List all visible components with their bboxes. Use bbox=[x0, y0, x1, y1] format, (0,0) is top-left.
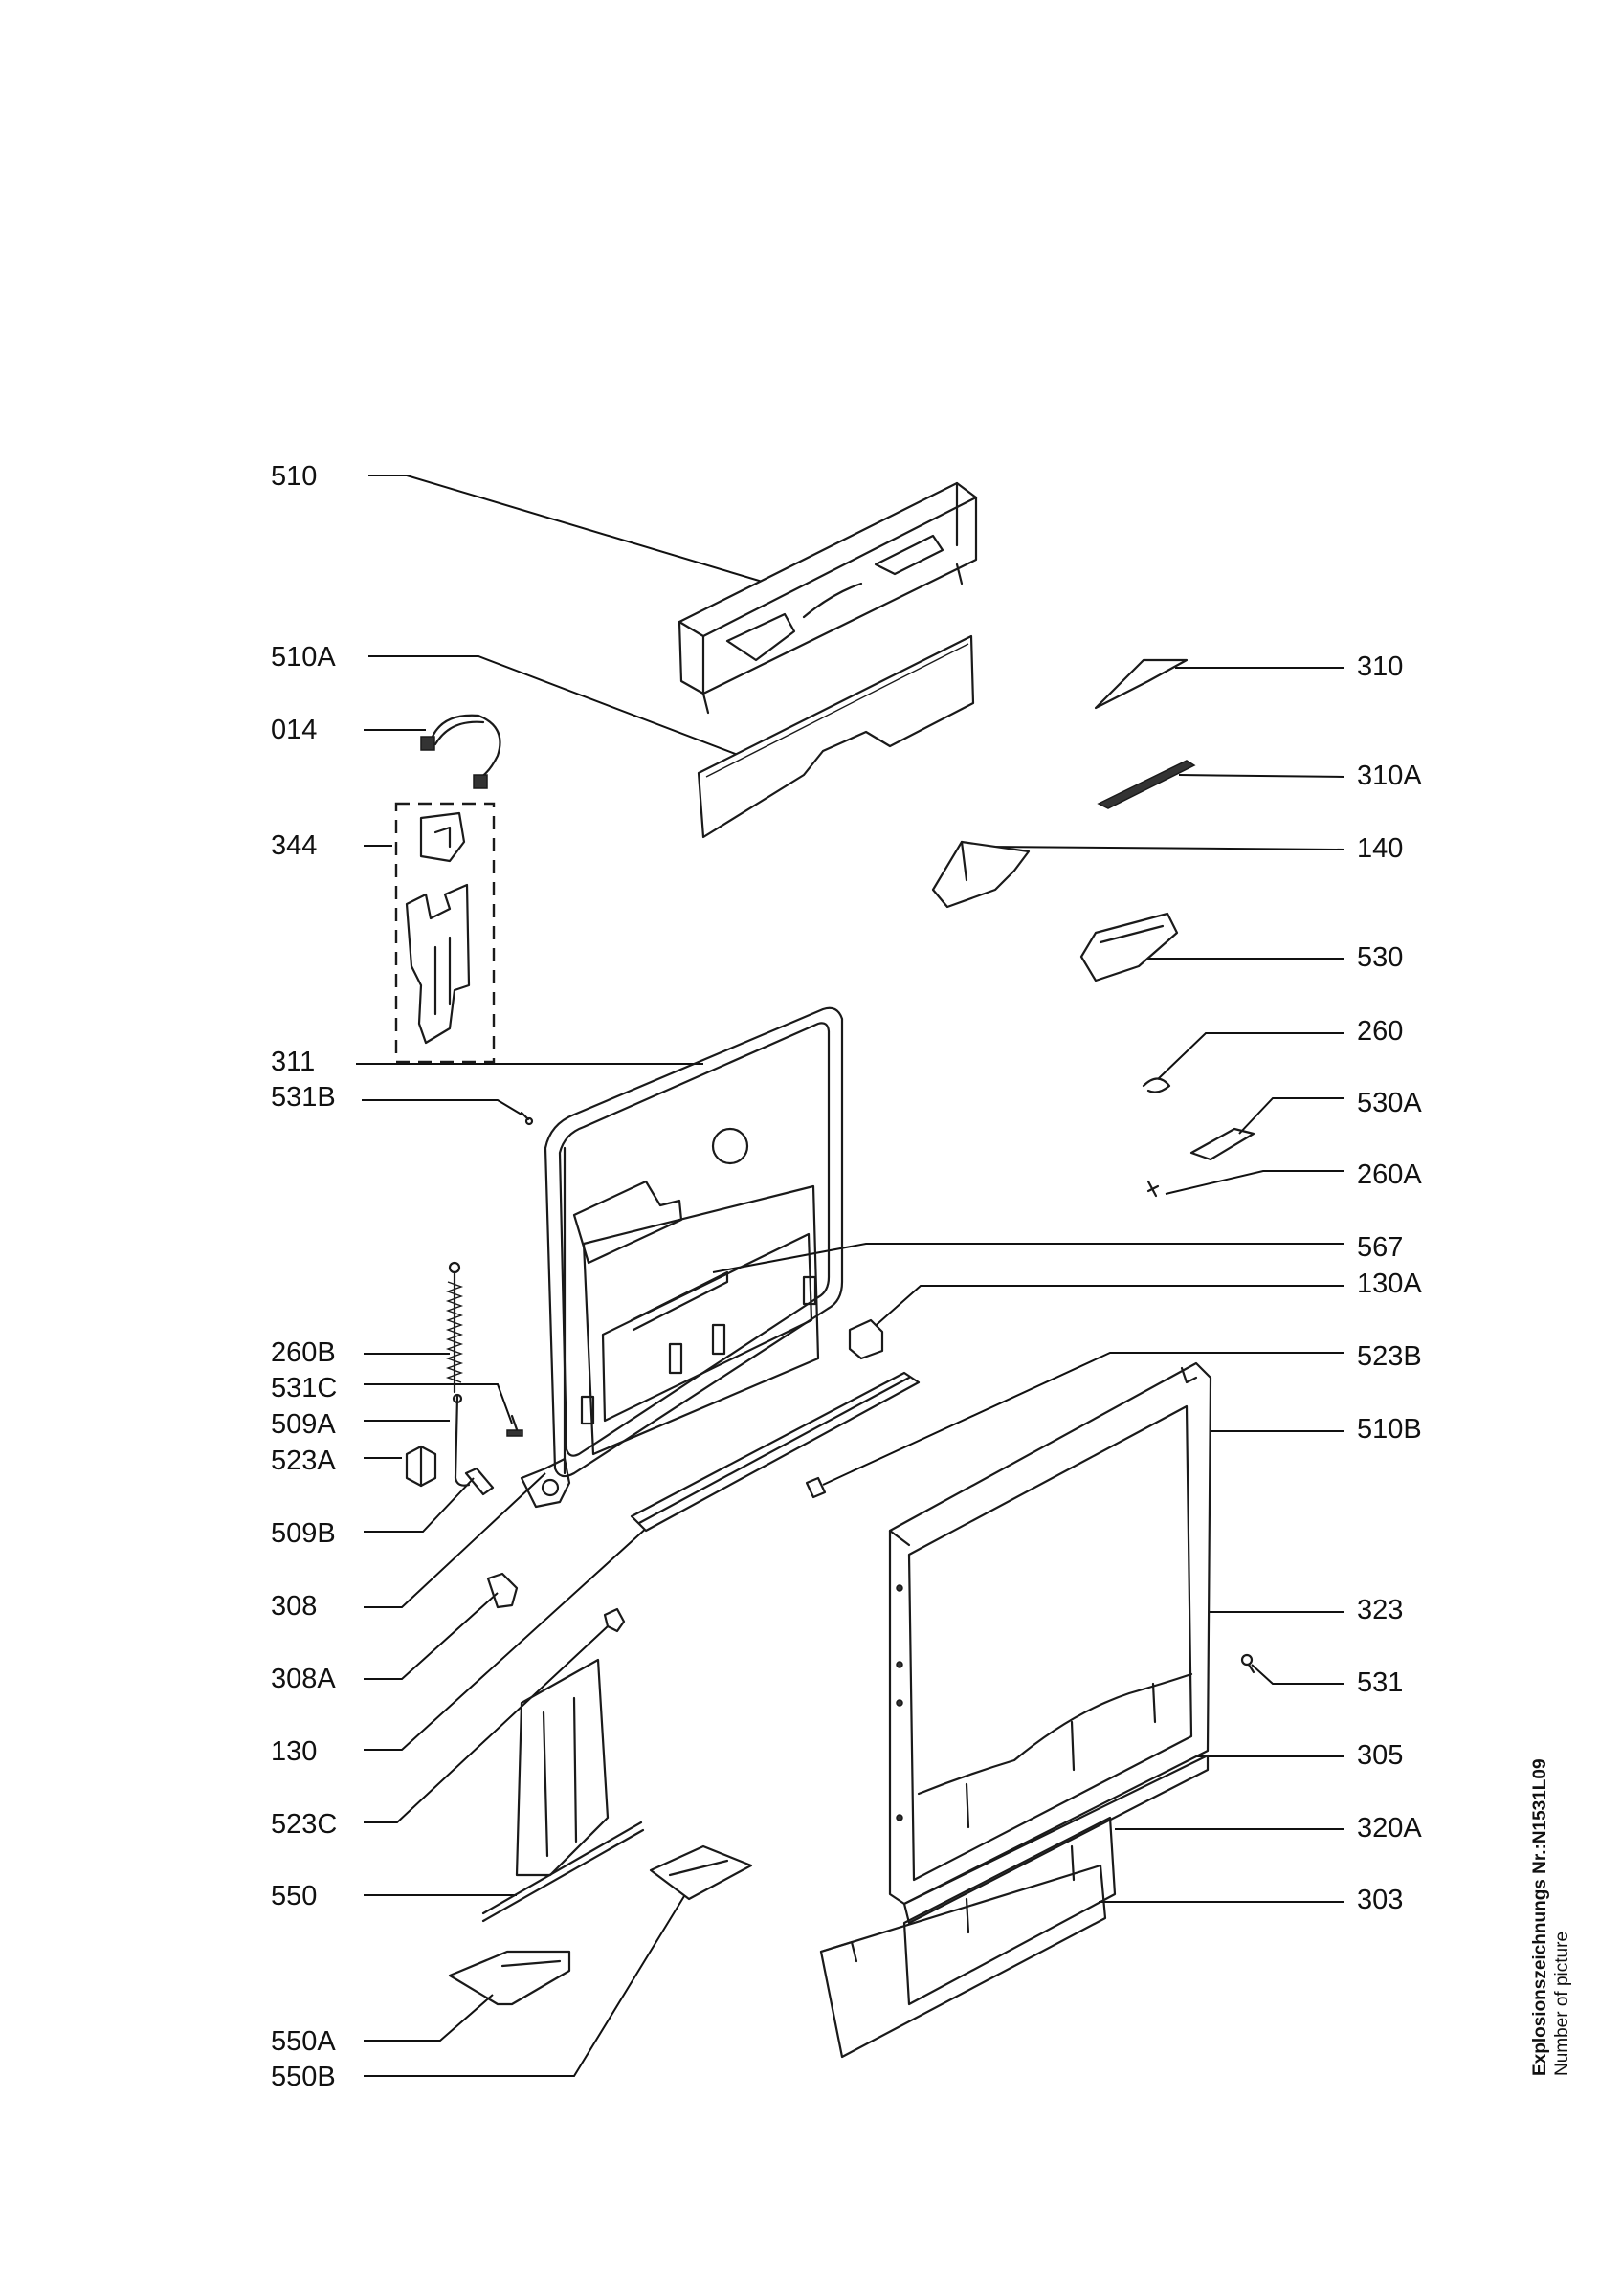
leader-510 bbox=[368, 475, 776, 586]
part-510B-outer-door bbox=[888, 1361, 1212, 1906]
label-531B: 531B bbox=[271, 1082, 336, 1113]
part-550B-foot bbox=[649, 1844, 753, 1901]
leader-308 bbox=[364, 1472, 546, 1608]
label-523B: 523B bbox=[1357, 1341, 1422, 1372]
leader-510A bbox=[368, 655, 767, 766]
leader-523C bbox=[364, 1625, 609, 1823]
part-260A-pin bbox=[1146, 1180, 1160, 1198]
label-323: 323 bbox=[1357, 1595, 1404, 1625]
label-510A: 510A bbox=[271, 642, 336, 673]
leader-509B bbox=[364, 1477, 475, 1533]
leader-140 bbox=[985, 846, 1345, 850]
part-130-rail bbox=[630, 1371, 921, 1533]
leader-308A bbox=[364, 1592, 499, 1680]
part-531B-screw bbox=[520, 1111, 534, 1126]
part-344-door-lock bbox=[394, 802, 496, 1064]
label-260B: 260B bbox=[271, 1337, 336, 1368]
label-509B: 509B bbox=[271, 1518, 336, 1549]
part-531-screw bbox=[1240, 1653, 1255, 1674]
leader-130 bbox=[364, 1525, 650, 1751]
part-509A-cord bbox=[452, 1393, 471, 1487]
label-567: 567 bbox=[1357, 1232, 1404, 1263]
leader-130A bbox=[870, 1285, 1344, 1331]
label-523C: 523C bbox=[271, 1809, 338, 1840]
part-310-cover bbox=[1094, 658, 1189, 710]
label-310: 310 bbox=[1357, 651, 1404, 682]
part-308-hinge bbox=[520, 1457, 571, 1509]
label-531: 531 bbox=[1357, 1667, 1404, 1698]
leader-531B bbox=[362, 1099, 522, 1115]
caption-number-of-picture: Number of picture bbox=[1552, 1931, 1572, 2076]
label-310A: 310A bbox=[1357, 761, 1422, 791]
leader-260A bbox=[1165, 1170, 1344, 1195]
part-523C-clip bbox=[603, 1607, 626, 1633]
part-130A-block bbox=[848, 1318, 884, 1360]
label-550A: 550A bbox=[271, 2026, 336, 2057]
leader-523B bbox=[822, 1352, 1344, 1486]
leader-lines-left bbox=[356, 475, 776, 2077]
leader-310A bbox=[1178, 774, 1345, 778]
label-530A: 530A bbox=[1357, 1088, 1422, 1118]
label-130: 130 bbox=[271, 1736, 318, 1767]
label-130A: 130A bbox=[1357, 1269, 1422, 1299]
leader-550A bbox=[364, 1994, 494, 2042]
part-014-wiring-harness bbox=[420, 714, 501, 789]
part-531C-screw bbox=[506, 1414, 523, 1437]
picture-number-caption: Explosionszeichnungs Nr.:N1531L09 Number… bbox=[1529, 1674, 1596, 2076]
label-550: 550 bbox=[271, 1881, 318, 1911]
part-523A-clip bbox=[405, 1445, 437, 1488]
label-531C: 531C bbox=[271, 1373, 338, 1403]
part-260-spring bbox=[1142, 1077, 1171, 1093]
part-311-inner-door bbox=[544, 1006, 844, 1478]
label-530: 530 bbox=[1357, 942, 1404, 973]
part-140-bracket bbox=[931, 840, 1031, 909]
part-308A-bracket bbox=[486, 1572, 519, 1609]
label-311: 311 bbox=[271, 1047, 316, 1077]
leader-531C bbox=[364, 1383, 513, 1424]
part-523B-clip bbox=[805, 1476, 827, 1499]
part-310A-trim bbox=[1097, 760, 1196, 809]
label-303: 303 bbox=[1357, 1885, 1404, 1915]
label-523A: 523A bbox=[271, 1446, 336, 1476]
label-344: 344 bbox=[271, 830, 318, 861]
label-308: 308 bbox=[271, 1591, 318, 1622]
part-550A-foot bbox=[448, 1950, 571, 2006]
part-509B-hinge-arm bbox=[464, 1467, 495, 1496]
label-320A: 320A bbox=[1357, 1813, 1422, 1843]
part-530A-latch bbox=[1189, 1127, 1255, 1161]
label-014: 014 bbox=[271, 715, 318, 745]
part-510-control-panel bbox=[678, 481, 978, 715]
label-509A: 509A bbox=[271, 1409, 336, 1440]
caption-drawing-number: Explosionszeichnungs Nr.:N1531L09 bbox=[1530, 1758, 1550, 2076]
leader-530A bbox=[1238, 1097, 1344, 1135]
label-140: 140 bbox=[1357, 833, 1404, 864]
label-260: 260 bbox=[1357, 1016, 1404, 1047]
label-510B: 510B bbox=[1357, 1414, 1422, 1445]
label-305: 305 bbox=[1357, 1740, 1404, 1771]
leader-lines-right bbox=[712, 667, 1345, 1903]
part-530-handle bbox=[1079, 912, 1179, 982]
label-550B: 550B bbox=[271, 2062, 336, 2092]
label-510: 510 bbox=[271, 461, 318, 492]
part-320A-303-kickplate bbox=[819, 1754, 1210, 2059]
label-308A: 308A bbox=[271, 1664, 336, 1694]
label-260A: 260A bbox=[1357, 1159, 1422, 1190]
leader-550B bbox=[364, 1895, 685, 2077]
leader-531 bbox=[1251, 1664, 1344, 1685]
part-510A-panel-strip bbox=[697, 634, 975, 839]
leader-260 bbox=[1157, 1032, 1344, 1080]
leader-567 bbox=[712, 1243, 1344, 1273]
part-260B-spring bbox=[445, 1261, 464, 1394]
part-550-foot-bracket bbox=[481, 1658, 645, 1923]
